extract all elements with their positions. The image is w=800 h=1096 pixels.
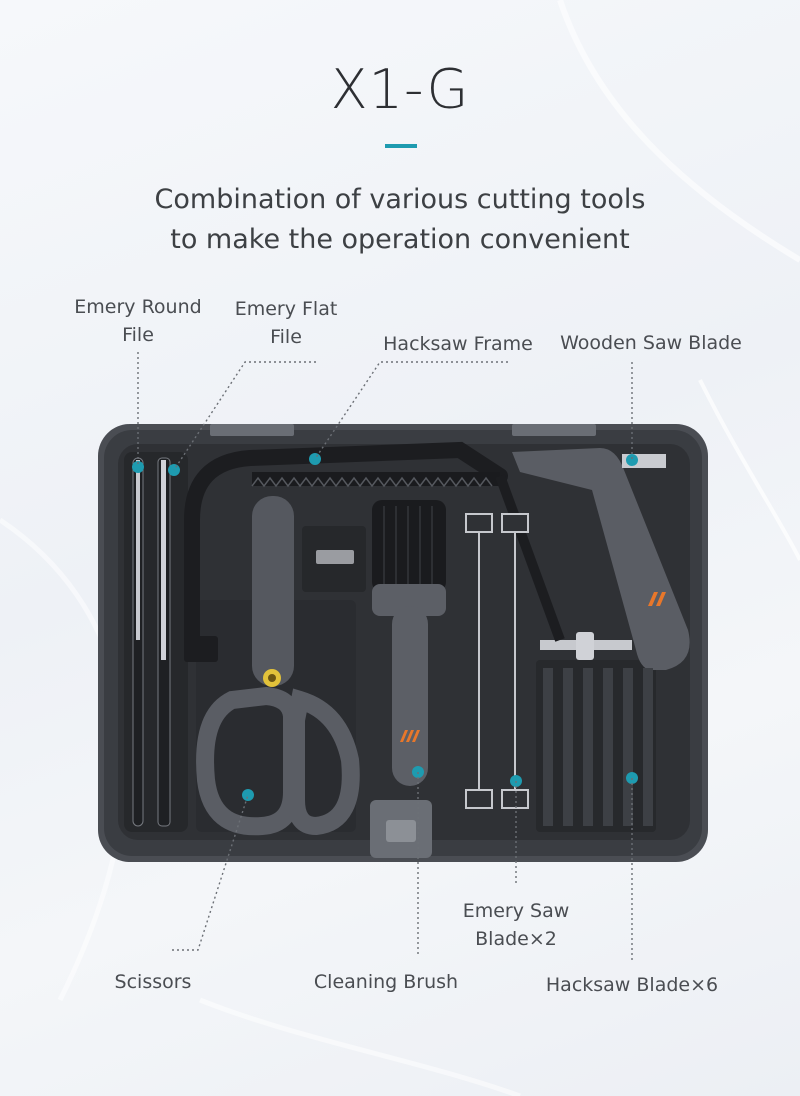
hinge-left [210,424,294,436]
label-emery-saw-blade: Emery Saw Blade×2 [456,897,576,953]
subtitle-line-2: to make the operation convenient [170,224,630,255]
scissors-blade [252,496,294,686]
hinge-right [512,424,596,436]
label-hacksaw-frame: Hacksaw Frame [383,333,533,355]
label-emery-round-file-line2: File [122,324,154,346]
dot-emery-round-file [132,461,144,473]
recess-tool [316,550,354,564]
label-hacksaw-blade: Hacksaw Blade×6 [545,974,719,996]
label-emery-flat-file-line2: File [270,326,302,348]
title-accent-bar [385,144,417,148]
middle-panel [196,600,356,832]
leader-hacksaw-frame [314,361,508,460]
hacksaw-blades [543,668,653,826]
dot-hacksaw-frame [309,453,321,465]
leader-emery-flat-file [173,361,316,471]
subtitle: Combination of various cutting tools to … [0,180,800,260]
label-emery-saw-blade-line1: Emery Saw [462,900,570,922]
hacksaw-frame [184,441,508,648]
label-emery-round-file-line1: Emery Round [74,296,202,318]
label-wooden-saw-blade: Wooden Saw Blade [560,332,742,354]
brush-handle [392,606,428,786]
page-title: X1-G [330,58,470,121]
label-scissors: Scissors [114,971,192,993]
label-cleaning-brush: Cleaning Brush [313,971,459,993]
leader-scissors [172,794,249,951]
dot-wooden-saw-blade [626,454,638,466]
subtitle-line-1: Combination of various cutting tools [154,184,646,215]
emery-saw-blades [465,513,529,809]
label-emery-flat-file: Emery Flat File [226,295,346,351]
dot-scissors [242,789,254,801]
hacksaw-handle [512,448,690,670]
scissors-handle [196,686,301,836]
label-emery-round-file: Emery Round File [72,293,204,349]
label-emery-saw-blade-line2: Blade×2 [475,928,557,950]
label-emery-flat-file-line1: Emery Flat [234,298,338,320]
blade-compartment [536,660,656,832]
